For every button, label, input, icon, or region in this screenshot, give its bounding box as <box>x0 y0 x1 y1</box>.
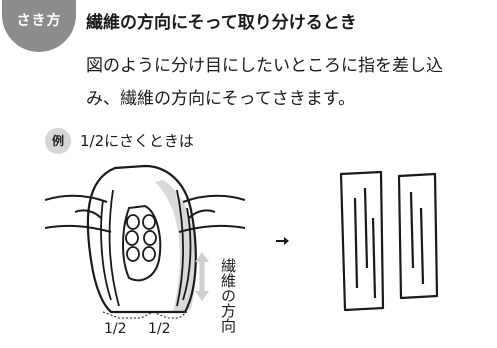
instruction-line-2: み、繊維の方向にそってさきます。 <box>86 89 356 109</box>
split-strips-illustration <box>339 170 439 312</box>
right-hand <box>178 194 245 233</box>
half-label-right: 1/2 <box>148 321 171 337</box>
arrow-right-icon <box>276 237 289 245</box>
strip-right <box>397 172 439 300</box>
half-label-left: 1/2 <box>104 321 127 337</box>
example-badge: 例 <box>45 128 71 154</box>
block-outline <box>86 164 197 314</box>
instruction-line-1: 図のように分け目にしたいところに指を差し込 <box>86 56 443 76</box>
double-arrow-vertical-icon <box>195 252 209 301</box>
tearing-hands-illustration <box>45 164 245 319</box>
instruction-text: 図のように分け目にしたいところに指を差し込 み、繊維の方向にそってさきます。 <box>86 50 486 116</box>
shadow-shape <box>155 180 197 312</box>
left-hand <box>45 194 112 233</box>
fiber-direction-label: 繊維の方向 <box>219 258 237 333</box>
example-caption: 1/2にさくときは <box>80 132 194 150</box>
section-badge-label: さき方 <box>16 13 62 29</box>
section-badge: さき方 <box>2 0 76 52</box>
strip-left <box>339 170 385 312</box>
section-title: 繊維の方向にそって取り分けるとき <box>86 13 357 33</box>
